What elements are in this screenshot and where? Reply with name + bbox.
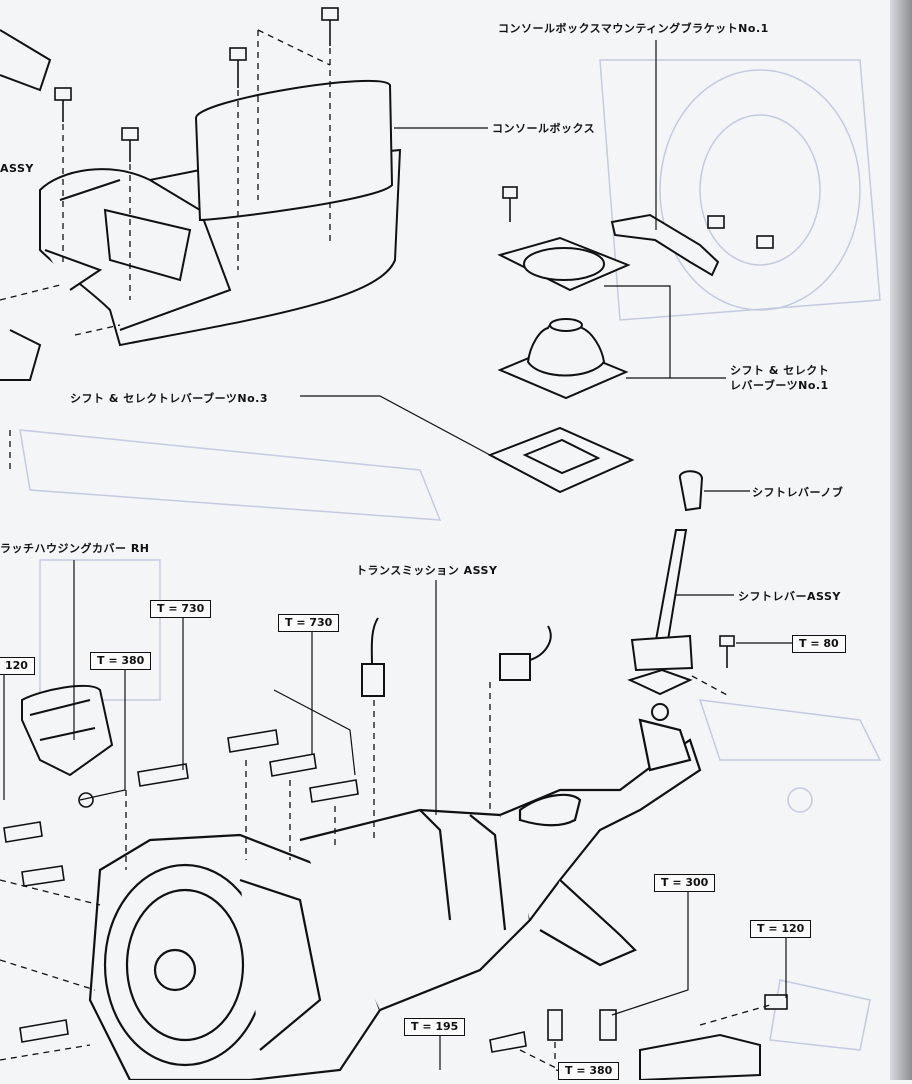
label-shift-knob: シフトレバーノブ: [752, 486, 844, 499]
label-boot-no3: シフト & セレクトレバーブーツNo.3: [70, 392, 268, 405]
torque-box-730-b: T = 730: [278, 614, 340, 632]
torque-box-730-a: T = 730: [150, 600, 212, 618]
console-box: [0, 29, 402, 381]
label-boot-no1-line1: シフト & セレクト: [730, 364, 830, 377]
torque-box-380-b: T = 380: [558, 1062, 620, 1080]
torque-box-300: T = 300: [654, 874, 716, 892]
transmission-bolts: [3, 729, 788, 1053]
label-clutch-cover: ラッチハウジングカバー RH: [0, 542, 150, 555]
boot-no3: [487, 426, 635, 494]
leader-lines: [3, 40, 792, 1079]
bracket-bolts: [502, 186, 774, 249]
torque-box-120-left: 120: [0, 657, 35, 675]
label-shift-lever: シフトレバーASSY: [738, 590, 841, 603]
label-assy-left: ASSY: [0, 162, 34, 175]
lever-bolt: [719, 635, 735, 668]
console-bolts: [54, 7, 339, 162]
transmission-assy: [88, 718, 702, 1082]
label-console-box: コンソールボックス: [492, 122, 596, 135]
console-dashed-guides: [0, 29, 331, 336]
background-ghost-drawing: [19, 59, 882, 1051]
sensor-connectors: [361, 617, 761, 1082]
clutch-housing-cover: [21, 684, 114, 777]
transmission-dashed-guides: [0, 430, 771, 1071]
mounting-bracket: [610, 213, 720, 277]
label-transmission: トランスミッション ASSY: [356, 564, 498, 577]
torque-box-120-right: T = 120: [750, 920, 812, 938]
boot-plate-upper: [497, 236, 631, 292]
torque-box-380-a: T = 380: [90, 652, 152, 670]
label-console-bracket: コンソールボックスマウンティングブラケットNo.1: [498, 22, 769, 35]
shift-lever: [627, 470, 704, 721]
label-boot-no1-line2: レバーブーツNo.1: [730, 379, 829, 392]
torque-box-80: T = 80: [792, 635, 846, 653]
boot-no1: [497, 318, 629, 400]
page-edge-shadow: [890, 0, 912, 1080]
torque-box-195: T = 195: [404, 1018, 466, 1036]
